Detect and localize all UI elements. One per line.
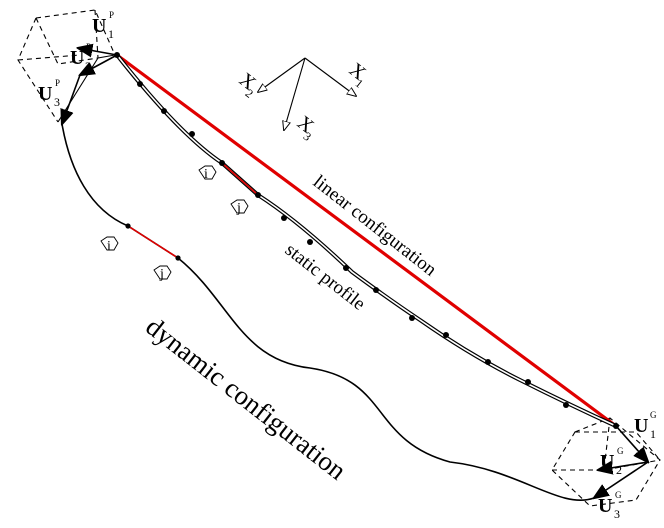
- svg-text:2: 2: [616, 463, 622, 477]
- label-u1-g: U G 1: [634, 410, 657, 441]
- axis-label-x1: X 1: [345, 59, 370, 91]
- svg-text:U: U: [634, 415, 648, 437]
- svg-text:1: 1: [108, 27, 114, 41]
- label-u3-g: U G 3: [598, 490, 622, 521]
- svg-text:3: 3: [614, 507, 620, 521]
- svg-text:P: P: [86, 42, 91, 52]
- svg-text:U: U: [92, 15, 106, 37]
- svg-text:U: U: [598, 495, 612, 517]
- svg-text:U: U: [600, 451, 614, 473]
- node-marker-static-j: j: [230, 199, 249, 216]
- axis-label-x3: X 3: [293, 112, 318, 144]
- svg-text:j: j: [236, 201, 241, 216]
- node-marker-static-i: i: [198, 165, 217, 182]
- dynamic-configuration-curve: [61, 123, 595, 501]
- label-u3-p: U P 3: [38, 78, 60, 109]
- static-profile: [114, 52, 619, 429]
- top-vector-arrows: [62, 48, 118, 124]
- axis-label-x2: X 2: [235, 69, 260, 101]
- axes-triad: [258, 57, 356, 130]
- dynamic-configuration-label: dynamic configuration: [140, 311, 352, 486]
- svg-text:1: 1: [650, 427, 656, 441]
- bottom-cube: [551, 417, 661, 507]
- linear-configuration-label: linear configuration: [309, 171, 441, 280]
- node-marker-dynamic-j: j: [153, 265, 172, 282]
- svg-text:i: i: [204, 167, 208, 182]
- svg-text:3: 3: [54, 95, 60, 109]
- label-u1-p: U P 1: [92, 10, 114, 41]
- svg-text:U: U: [70, 47, 84, 69]
- svg-text:G: G: [617, 446, 624, 456]
- static-profile-nodes: [114, 52, 619, 429]
- svg-text:U: U: [38, 83, 52, 105]
- bottom-vector-arrows: [594, 425, 648, 498]
- label-u2-p: U P 2: [70, 42, 91, 73]
- svg-text:2: 2: [85, 59, 91, 73]
- node-marker-dynamic-i: i: [100, 236, 119, 254]
- svg-text:P: P: [55, 78, 60, 88]
- svg-text:P: P: [109, 10, 114, 20]
- svg-text:i: i: [107, 239, 111, 254]
- label-u2-g: U G 2: [600, 446, 624, 477]
- dynamic-element: [127, 225, 179, 259]
- linear-configuration-line: [116, 53, 617, 428]
- svg-text:j: j: [159, 267, 164, 282]
- svg-text:G: G: [615, 490, 622, 500]
- svg-text:G: G: [650, 410, 657, 420]
